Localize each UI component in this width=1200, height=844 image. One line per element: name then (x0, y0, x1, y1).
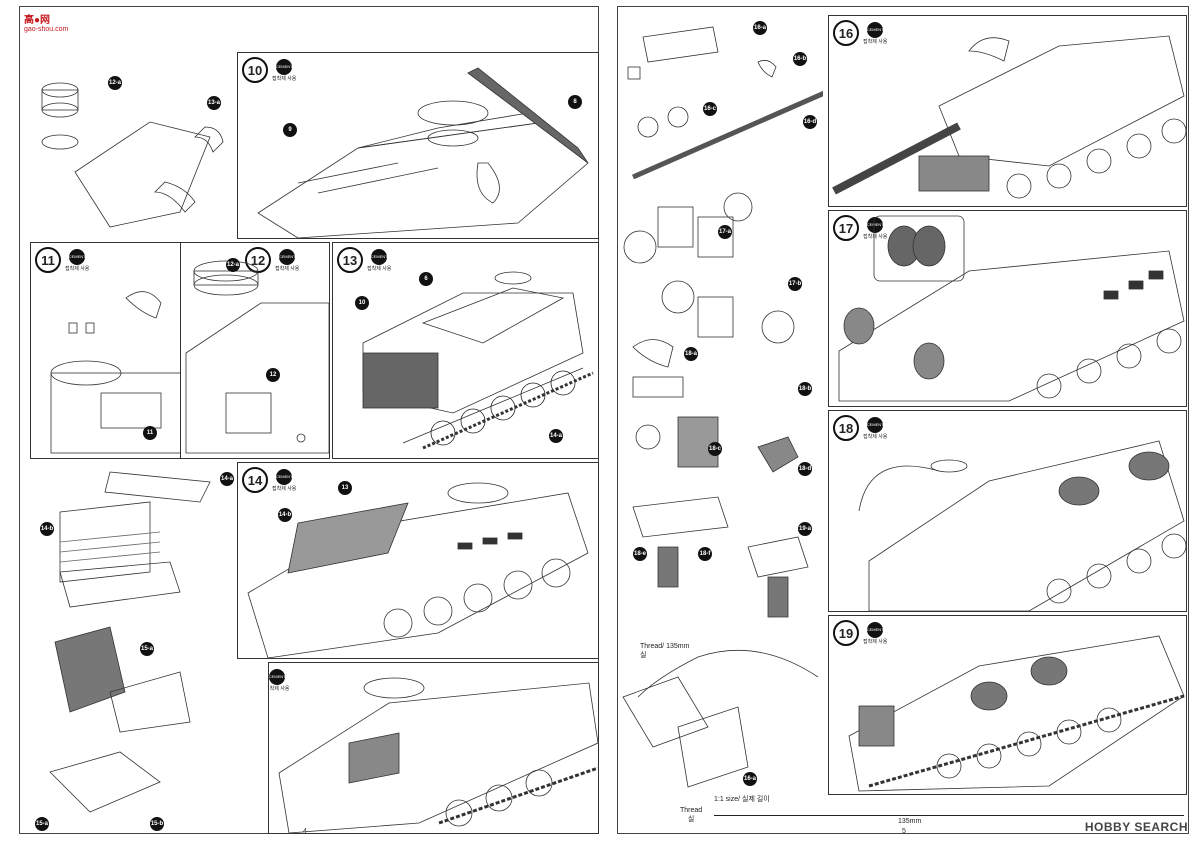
cement-icon: CEMENT 접착제 사용 (275, 248, 299, 272)
hull-upper-drawing (362, 271, 594, 450)
step-number: 14 (242, 467, 268, 493)
sub-tag: 14-a (220, 472, 234, 486)
sub-tag: 6 (419, 272, 433, 286)
step-10-badge: 10 CEMENT 접착제 사용 (242, 57, 296, 83)
sub-tag: 12-a (108, 76, 122, 90)
sub-tag: 18-d (798, 462, 812, 476)
right-page: 16-a 16-b 16-c 16-d 17-a 17-b 18-a 18-b … (617, 6, 1189, 835)
cement-icon: CEMENT 접착제 사용 (269, 668, 289, 692)
sub-tag: 18-f (698, 547, 712, 561)
cement-icon: CEMENT 접착제 사용 (863, 216, 887, 240)
step-number: 16 (833, 20, 859, 46)
cement-icon: CEMENT 접착제 사용 (272, 468, 296, 492)
sub-tag: 13 (338, 481, 352, 495)
hobby-search-watermark: HOBBY SEARCH (1084, 820, 1188, 834)
sub-tag: 14-a (549, 429, 563, 443)
step-16-panel: 16 CEMENT 접착제 사용 (828, 15, 1187, 207)
site-logo: 高●网 gao-shou.com (24, 15, 69, 33)
sub-tag: 18-b (798, 382, 812, 396)
sub-tag: 16-c (703, 102, 717, 116)
sub-tag: 15-a (140, 642, 154, 656)
step-10-panel: 10 CEMENT 접착제 사용 9 8 (237, 52, 599, 239)
sub-tag: 15-b (150, 817, 164, 831)
sub-tag: 12 (266, 368, 280, 382)
final-assembly-drawing (848, 635, 1185, 792)
turret-drawing (50, 291, 192, 454)
step-number: 10 (242, 57, 268, 83)
cement-icon: CEMENT 접착제 사용 (863, 416, 887, 440)
step-18-panel: 18 CEMENT 접착제 사용 (828, 410, 1187, 612)
step-17-panel: 17 CEMENT 접착제 사용 (828, 210, 1187, 407)
step-number: 11 (35, 247, 61, 273)
step-14-panel: 14 CEMENT 접착제 사용 14-b 13 (237, 462, 599, 659)
sub-tag: 15-a (35, 817, 49, 831)
step-number: 17 (833, 215, 859, 241)
sub-tag: 14-b (278, 508, 292, 522)
sub-tag: 18-a (684, 347, 698, 361)
sub-tag: 19-a (798, 522, 812, 536)
hull-drawing (257, 67, 589, 238)
step-11-panel: 11 CEMENT 접착제 사용 11 (30, 242, 194, 459)
step-19-panel: 19 CEMENT 접착제 사용 (828, 615, 1187, 795)
step-13-panel: 13 CEMENT 접착제 사용 10 6 14 (332, 242, 599, 459)
cement-icon: CEMENT 접착제 사용 (367, 248, 391, 272)
top-left-detail: 12-a 13-a (30, 52, 230, 237)
page-number: 5 (902, 828, 906, 835)
sub-tag: 17-a (718, 225, 732, 239)
sub-tag: 16-d (803, 115, 817, 129)
sub-tag: 18-e (633, 547, 647, 561)
sub-tag: 11 (143, 426, 157, 440)
hull-rear-drawing (247, 482, 589, 658)
thread-length: 135mm (898, 818, 922, 825)
page-number: 4 (303, 828, 307, 835)
cement-icon: CEMENT 접착제 사용 (272, 58, 296, 82)
sub-tag: 10 (355, 296, 369, 310)
cement-icon: CEMENT 접착제 사용 (863, 21, 887, 45)
thread-scale-line (714, 815, 1184, 816)
hull-side-drawing (278, 677, 598, 833)
sub-tag: 13-a (207, 96, 221, 110)
cable-drawing (858, 440, 1186, 611)
fuel-drum-drawing (838, 215, 1185, 402)
step-15-panel: 15 CEMENT 접착제 사용 (268, 662, 599, 834)
step-number: 12 (245, 247, 271, 273)
gun-install-drawing (832, 35, 1186, 199)
engine-deck-detail: 14-a 14-b 15-a 15-a 15-b (30, 462, 234, 832)
step-number: 18 (833, 415, 859, 441)
left-page: 高●网 gao-shou.com 10 CEMENT 접착제 사용 9 (19, 6, 599, 835)
turret-ring-drawing (185, 260, 329, 454)
sub-tag: 14-b (40, 522, 54, 536)
step-number: 13 (337, 247, 363, 273)
sub-tag: 16-a (743, 772, 757, 786)
sub-tag: 16-b (793, 52, 807, 66)
cement-icon: CEMENT 접착제 사용 (65, 248, 89, 272)
sub-tag: 18-c (708, 442, 722, 456)
sub-tag: 16-a (753, 21, 767, 35)
sub-tag: 9 (283, 123, 297, 137)
thread-scale-label: 1:1 size/ 실제 길이 (714, 796, 770, 803)
sub-tag: 12-a (226, 258, 240, 272)
step-number: 19 (833, 620, 859, 646)
step-12-panel: 12 CEMENT 접착제 사용 12-a 12 (180, 242, 330, 459)
parts-column: 16-a 16-b 16-c 16-d 17-a 17-b 18-a 18-b … (618, 7, 823, 833)
cement-icon: CEMENT 접착제 사용 (863, 621, 887, 645)
sub-tag: 8 (568, 95, 582, 109)
sub-tag: 17-b (788, 277, 802, 291)
